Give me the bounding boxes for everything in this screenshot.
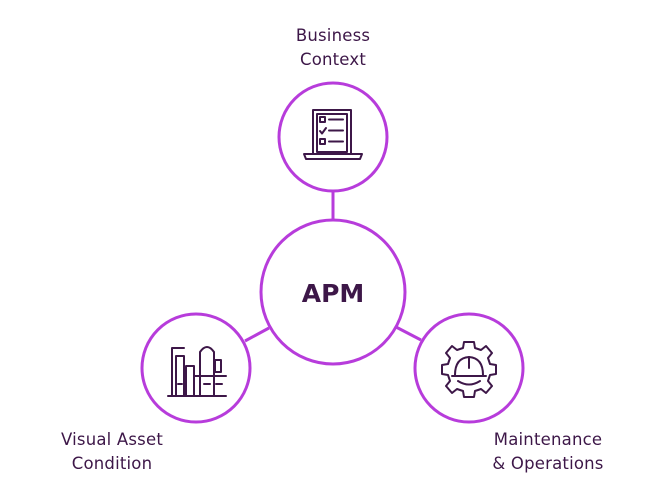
connectors	[244, 191, 422, 343]
connector-right	[395, 325, 422, 342]
maintenance-operations-line-2: & Operations	[492, 454, 604, 473]
connector-left	[244, 326, 270, 343]
visual-asset-condition-line-1: Visual Asset	[60, 430, 163, 449]
business-context-circle	[277, 81, 389, 193]
business-context-label: Business Context	[233, 24, 433, 72]
factory-icon	[167, 346, 227, 397]
apm-circle	[259, 218, 407, 366]
maintenance-operations-label: Maintenance & Operations	[478, 428, 618, 476]
business-context-node	[277, 81, 389, 193]
visual-asset-condition-label: Visual Asset Condition	[32, 428, 192, 476]
maintenance-operations-node	[413, 312, 525, 424]
hardhat-gear-icon	[441, 341, 497, 398]
business-context-line-1: Business	[295, 26, 371, 45]
laptop-checklist-icon	[303, 109, 363, 160]
visual-asset-condition-line-2: Condition	[71, 454, 153, 473]
visual-asset-condition-node	[140, 312, 252, 424]
maintenance-operations-line-1: Maintenance	[493, 430, 603, 449]
visual-asset-condition-circle	[140, 312, 252, 424]
apm-label: APM	[302, 279, 365, 308]
business-context-line-2: Context	[299, 50, 367, 69]
